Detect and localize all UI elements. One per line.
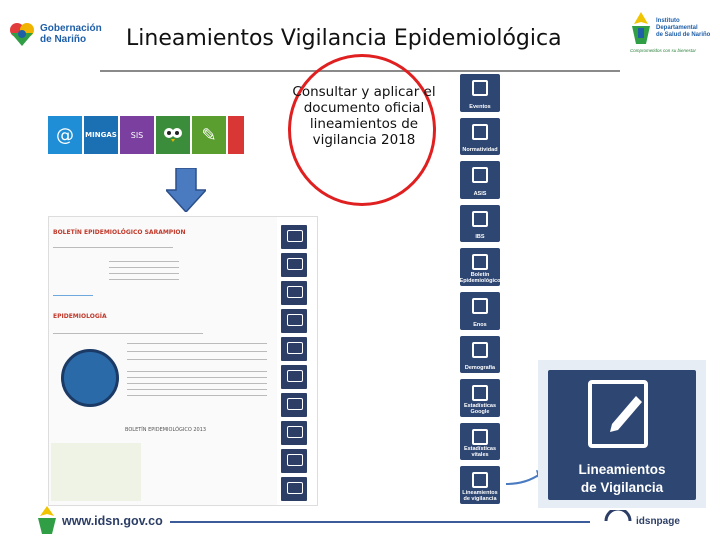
tile-label: Demografía bbox=[464, 365, 496, 372]
site-sidebar bbox=[281, 217, 317, 505]
document-icon bbox=[472, 210, 488, 227]
edit-document-icon bbox=[588, 380, 648, 448]
footer-url[interactable]: www.idsn.gov.co bbox=[62, 514, 163, 528]
owl-icon[interactable] bbox=[156, 116, 190, 154]
tile-label: IBS bbox=[475, 234, 485, 241]
mini-demografia-icon[interactable] bbox=[281, 393, 307, 417]
minga-icon[interactable]: MINGAS bbox=[84, 116, 118, 154]
scales-icon bbox=[472, 123, 488, 140]
site-heading-epidemiologia: EPIDEMIOLOGÍA bbox=[53, 313, 107, 320]
embedded-site-screenshot: BOLETÍN EPIDEMIOLÓGICO SARAMPION EPIDEMI… bbox=[48, 216, 318, 506]
mini-enos-icon[interactable] bbox=[281, 365, 307, 389]
eye-icon bbox=[472, 297, 488, 314]
lineamientos-card[interactable]: Lineamientos de Vigilancia bbox=[538, 360, 706, 508]
asis-tile[interactable]: ASIS bbox=[460, 161, 500, 199]
down-arrow-icon bbox=[164, 167, 208, 214]
monitor-icon bbox=[472, 385, 488, 402]
owl-icon bbox=[472, 254, 488, 271]
tile-label: Enos bbox=[473, 321, 487, 328]
mini-ibs-icon[interactable] bbox=[281, 309, 307, 333]
estadisticas-vitales-tile[interactable]: Estadísticas vitales bbox=[460, 422, 500, 461]
highlight-oval bbox=[288, 54, 436, 206]
tile-label: Estadísticas vitales bbox=[463, 446, 497, 459]
mini-estadisticas-icon[interactable] bbox=[281, 421, 307, 445]
footer: www.idsn.gov.co idsnpage bbox=[0, 500, 720, 540]
logo-right-tagline: Comprometidos con su bienestar bbox=[630, 48, 697, 53]
mini-eventos-icon[interactable] bbox=[281, 225, 307, 249]
idsn-emblem-icon bbox=[38, 506, 56, 534]
card-label-line2: de Vigilancia bbox=[580, 480, 664, 495]
tile-label: ASIS bbox=[473, 190, 487, 197]
book-icon bbox=[472, 167, 488, 184]
logo-left-line2: de Nariño bbox=[40, 34, 87, 45]
eventos-tile[interactable]: Eventos bbox=[460, 74, 500, 112]
tile-label: Estadísticas Google bbox=[463, 402, 497, 415]
idsn-logo: Instituto Departamental de Salud de Nari… bbox=[626, 10, 712, 56]
vitals-icon bbox=[472, 428, 488, 445]
logo-right-line1: Instituto bbox=[656, 18, 680, 24]
logo-right-line3: de Salud de Nariño bbox=[656, 32, 711, 38]
normatividad-tile[interactable]: Normatividad bbox=[460, 117, 500, 156]
estadisticas-tile[interactable]: Estadísticas Google bbox=[460, 379, 500, 417]
tile-label: Lineamientos de vigilancia bbox=[462, 489, 498, 502]
idsn-emblem-icon bbox=[632, 12, 650, 44]
social-icon bbox=[604, 510, 632, 522]
callout-text: Consultar y aplicar el documento oficial… bbox=[292, 84, 436, 148]
mini-boletin-icon[interactable] bbox=[281, 337, 307, 361]
lineamientos-tile[interactable]: Lineamientos de vigilancia bbox=[460, 466, 500, 504]
site-heading-boletin: BOLETÍN EPIDEMIOLÓGICO SARAMPION bbox=[53, 229, 186, 236]
pdf-icon[interactable] bbox=[228, 116, 244, 154]
tile-label: Normatividad bbox=[462, 147, 498, 154]
ibs-tile[interactable]: IBS bbox=[460, 204, 500, 243]
mini-normatividad-icon[interactable] bbox=[281, 253, 307, 277]
heart-logo-icon bbox=[8, 20, 36, 48]
card-label-line1: Lineamientos bbox=[578, 462, 666, 477]
site-footer-text: BOLETÍN EPIDEMIOLÓGICO 2013 bbox=[125, 427, 207, 433]
page-title: Lineamientos Vigilancia Epidemiológica bbox=[126, 26, 562, 51]
enos-tile[interactable]: Enos bbox=[460, 291, 500, 330]
footer-page-handle[interactable]: idsnpage bbox=[636, 516, 680, 527]
people-icon bbox=[472, 80, 488, 96]
population-icon bbox=[472, 341, 488, 358]
site-content-column: BOLETÍN EPIDEMIOLÓGICO SARAMPION EPIDEMI… bbox=[49, 217, 277, 505]
owl-mascot-image bbox=[61, 349, 119, 407]
demografia-tile[interactable]: Demografía bbox=[460, 335, 500, 374]
mini-asis-icon[interactable] bbox=[281, 281, 307, 305]
logo-right-line2: Departamental bbox=[656, 25, 698, 31]
mini-vitales-icon[interactable] bbox=[281, 449, 307, 473]
right-menu-strip: Eventos Normatividad ASIS IBS Boletín Ep… bbox=[460, 74, 506, 504]
portal-icon-strip: @ MINGAS SIS ✎ bbox=[48, 116, 268, 154]
logo-left-line1: Gobernación bbox=[40, 23, 102, 34]
sis-icon[interactable]: SIS bbox=[120, 116, 154, 154]
at-icon[interactable]: @ bbox=[48, 116, 82, 154]
boletin-tile[interactable]: Boletín Epidemiológico bbox=[460, 248, 500, 286]
mini-lineamientos-icon[interactable] bbox=[281, 477, 307, 501]
gobernacion-logo: Gobernación de Nariño bbox=[8, 14, 108, 54]
tile-label: Eventos bbox=[469, 103, 491, 110]
edit-icon[interactable]: ✎ bbox=[192, 116, 226, 154]
footer-divider bbox=[170, 521, 590, 523]
site-badges-image bbox=[51, 443, 141, 501]
edit-document-icon bbox=[472, 472, 488, 489]
tile-label: Boletín Epidemiológico bbox=[459, 271, 501, 284]
